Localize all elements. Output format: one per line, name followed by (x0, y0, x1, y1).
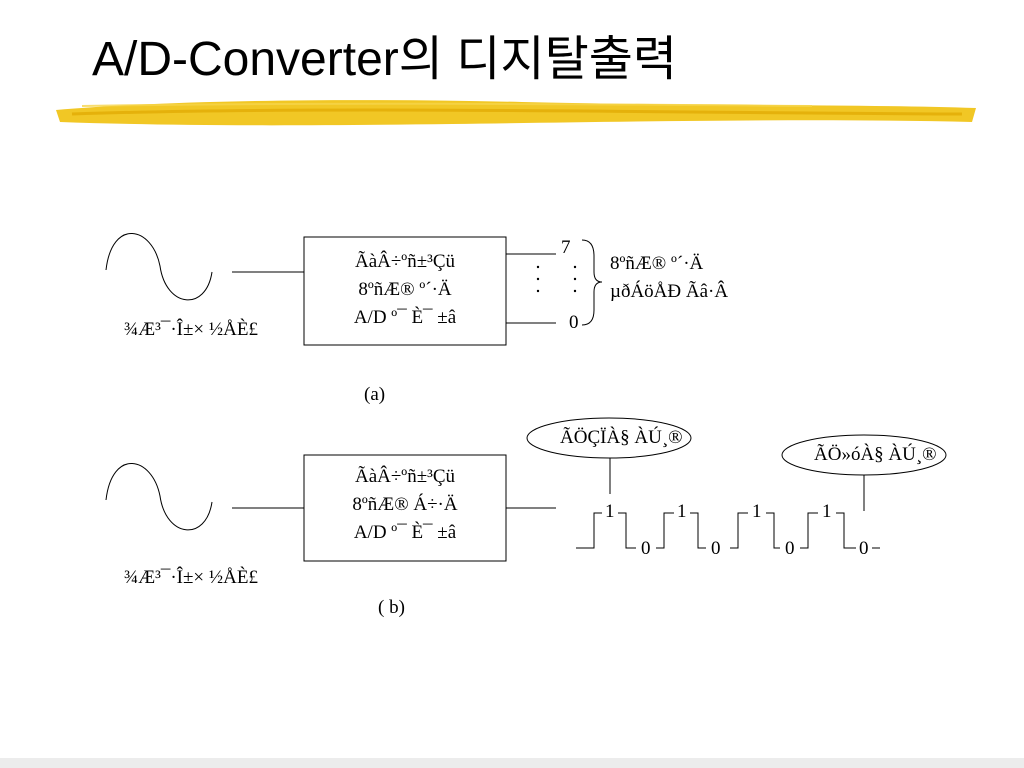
sine-wave-a (105, 233, 213, 301)
output-label-a-line2: µðÁöÅÐ Ãâ·Â (610, 281, 729, 302)
brace-a (581, 239, 603, 326)
caption-a: (a) (364, 384, 386, 405)
callout-label-lsb: ÃÖ»óÀ§ ÀÚ¸® (814, 444, 937, 465)
highlight-stroke-streak (71, 108, 963, 116)
bit-low-2: 0 (711, 538, 721, 559)
bit-low-4: 0 (859, 538, 869, 559)
bus-dot (573, 289, 577, 293)
title-highlight-stroke (56, 100, 976, 126)
bit-low-3: 0 (785, 538, 795, 559)
converter-box-a (303, 236, 507, 346)
converter-label-b-line3: A/D º¯ È¯ ±â (353, 522, 457, 543)
callout-ellipse-msb (526, 417, 692, 459)
bus-dot (573, 277, 577, 281)
caption-b: ( b) (378, 597, 405, 618)
converter-label-b-line2: 8ºñÆ® Á÷·Ä (352, 494, 458, 515)
output-label-a-line1: 8ºñÆ® º´·Ä (610, 253, 704, 274)
bit-label-top-a: 7 (561, 237, 571, 258)
bus-dot (536, 289, 540, 293)
input-label-a: ¾Æ³¯·Î±× ½ÅÈ£ (124, 319, 258, 340)
serial-bit-waveform (576, 512, 880, 549)
input-label-b: ¾Æ³¯·Î±× ½ÅÈ£ (124, 567, 258, 588)
bus-dot (536, 277, 540, 281)
converter-label-b-line1: ÃàÂ÷ºñ±³Çü (355, 466, 455, 487)
bit-high-4: 1 (822, 501, 832, 522)
callout-label-msb: ÃÖÇÏÀ§ ÀÚ¸® (560, 427, 683, 448)
converter-label-a-line1: ÃàÂ÷ºñ±³Çü (355, 251, 455, 272)
bit-low-1: 0 (641, 538, 651, 559)
bit-label-bottom-a: 0 (569, 312, 579, 333)
highlight-stroke-streak (81, 102, 813, 107)
slide-bottom-bar (0, 758, 1024, 768)
bit-high-1: 1 (605, 501, 615, 522)
converter-label-a-line2: 8ºñÆ® º´·Ä (358, 279, 452, 300)
sine-wave-b (105, 463, 213, 531)
converter-label-a-line3: A/D º¯ È¯ ±â (353, 307, 457, 328)
bit-high-2: 1 (677, 501, 687, 522)
bus-dot (573, 265, 577, 269)
slide-title: A/D-Converter의 디지탈출력 (92, 33, 678, 86)
bit-high-3: 1 (752, 501, 762, 522)
bus-dot (536, 265, 540, 269)
